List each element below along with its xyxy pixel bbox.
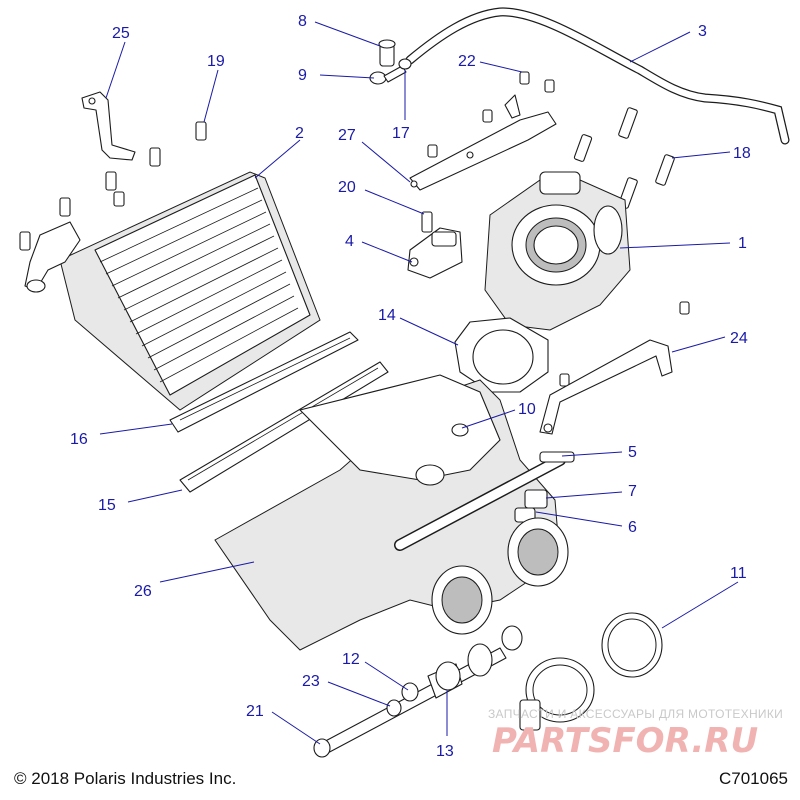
bracket-25-part <box>81 91 136 161</box>
callout-15: 15 <box>98 497 116 514</box>
callout-9: 9 <box>298 67 307 84</box>
callout-3: 3 <box>698 23 707 40</box>
callout-21: 21 <box>246 703 264 720</box>
callout-10: 10 <box>518 401 536 418</box>
callout-25: 25 <box>112 25 130 42</box>
banjo-fitting-group <box>369 39 412 85</box>
rail-16-part <box>169 331 359 433</box>
callout-8: 8 <box>298 13 307 30</box>
callout-6: 6 <box>628 519 637 536</box>
callout-5: 5 <box>628 444 637 461</box>
callout-22: 22 <box>458 53 476 70</box>
callout-19: 19 <box>207 53 225 70</box>
gasket-14-part <box>454 317 549 393</box>
intake-plenum-part <box>214 374 561 651</box>
bracket-27-part <box>409 94 557 191</box>
callout-17: 17 <box>392 125 410 142</box>
sensor-part <box>407 227 463 279</box>
callout-1: 1 <box>738 235 747 252</box>
callout-11: 11 <box>730 565 747 582</box>
throttle-body-part <box>484 171 631 331</box>
mount-hardware-group <box>313 625 523 758</box>
callout-26: 26 <box>134 583 152 600</box>
callout-20: 20 <box>338 179 356 196</box>
callout-24: 24 <box>730 330 748 347</box>
callout-13: 13 <box>436 743 454 760</box>
callout-12: 12 <box>342 651 360 668</box>
copyright-text: © 2018 Polaris Industries Inc. <box>14 769 236 788</box>
watermark-tagline: ЗАПЧАСТИ И АКСЕССУАРЫ ДЛЯ МОТОТЕХНИКИ <box>488 707 783 721</box>
callout-14: 14 <box>378 307 396 324</box>
diagram-code: C701065 <box>719 769 788 788</box>
injector-retainer-group <box>514 489 548 523</box>
gasket-15-part <box>179 361 389 493</box>
callout-18: 18 <box>733 145 751 162</box>
intercooler-part <box>24 171 321 411</box>
callout-16: 16 <box>70 431 88 448</box>
manifold-outlets <box>431 517 569 635</box>
callout-7: 7 <box>628 483 637 500</box>
callout-23: 23 <box>302 673 320 690</box>
callout-2: 2 <box>295 125 304 142</box>
bolts-group <box>19 71 690 387</box>
watermark-brand: PARTSFOR.RU <box>492 721 758 761</box>
vent-hose-part <box>405 7 790 145</box>
bracket-24-part <box>539 339 673 435</box>
vband-clamp-group <box>519 612 663 731</box>
callout-labels: 1 2 3 4 5 6 7 8 9 10 11 12 13 14 15 16 1… <box>70 13 751 760</box>
fuel-rail-part <box>394 451 575 551</box>
leader-lines <box>99 21 739 745</box>
callout-27: 27 <box>338 127 356 144</box>
watermark: ЗАПЧАСТИ И АКСЕССУАРЫ ДЛЯ МОТОТЕХНИКИ PA… <box>488 707 783 761</box>
callout-4: 4 <box>345 233 354 250</box>
